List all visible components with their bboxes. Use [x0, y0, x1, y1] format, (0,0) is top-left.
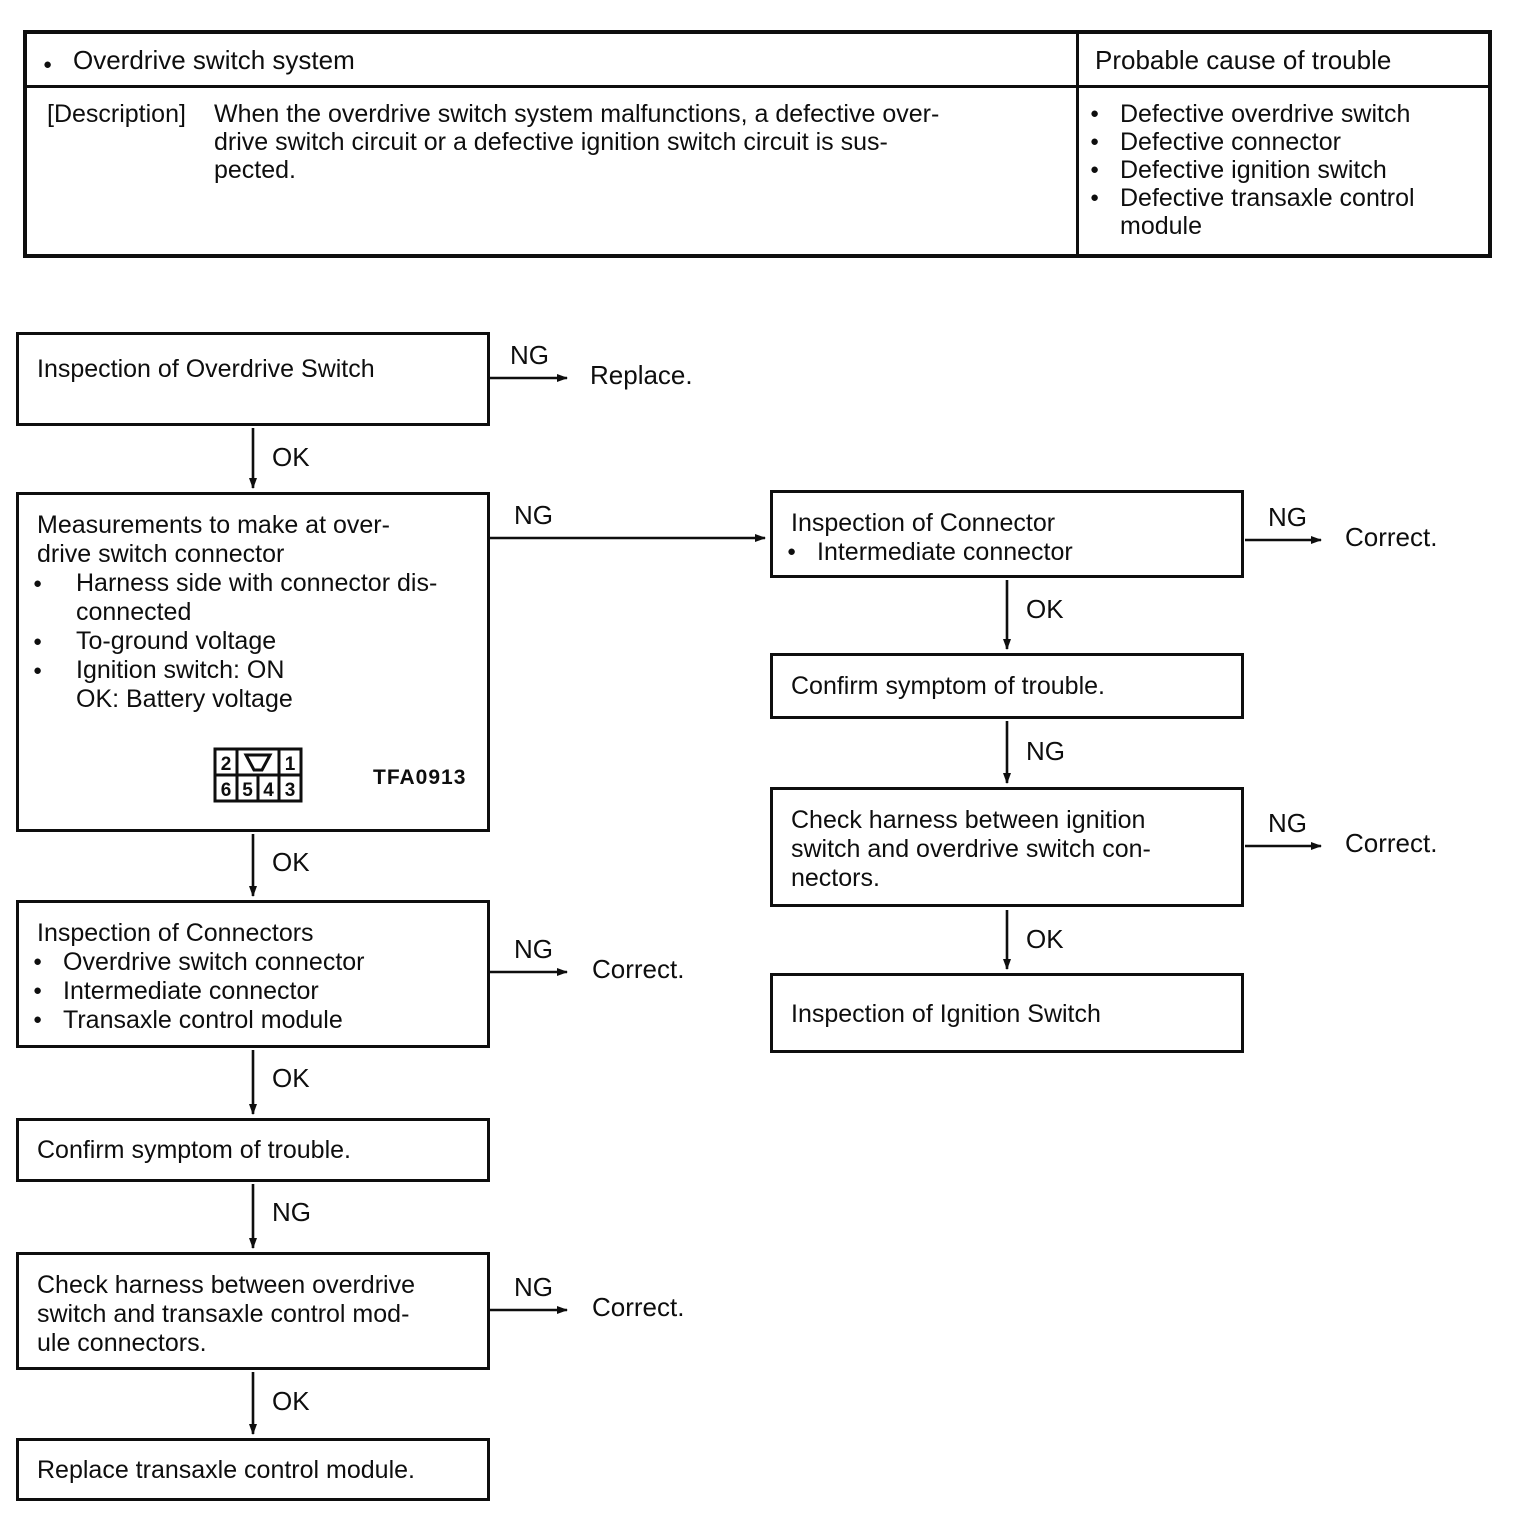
cause-text: Defective overdrive switch: [1120, 100, 1411, 128]
pin-number: 1: [285, 754, 296, 775]
bullet-item: ● To-ground voltage: [29, 627, 469, 656]
edge-label-ng: NG: [514, 1272, 553, 1302]
result-correct: Correct.: [1345, 522, 1438, 552]
cause-item: ● Defective transaxle control module: [1088, 184, 1484, 240]
step-confirm-symptom-left: Confirm symptom of trouble.: [16, 1118, 490, 1182]
bullet-item: ● Intermediate connector: [31, 977, 469, 1006]
edge-label-ng: NG: [1268, 502, 1307, 532]
step-inspect-overdrive-switch: Inspection of Overdrive Switch: [16, 332, 490, 426]
edge-label-ng: NG: [510, 340, 549, 370]
bullet-item: ● Harness side with connector dis- connec…: [29, 569, 469, 627]
bullet-item: ● Ignition switch: ON OK: Battery voltage: [29, 656, 469, 714]
cause-text: Defective transaxle control module: [1120, 184, 1415, 240]
pin-number: 4: [263, 780, 274, 801]
description-label: [Description]: [47, 100, 186, 128]
bullet-icon: ●: [1090, 189, 1100, 206]
bullet-icon: ●: [1090, 133, 1100, 150]
result-correct: Correct.: [1345, 828, 1438, 858]
edge-label-ok: OK: [1026, 594, 1064, 624]
bullet-icon: ●: [33, 1011, 43, 1028]
bullet-icon: ●: [787, 543, 797, 560]
bullet-icon: ●: [43, 56, 53, 73]
bullet-icon: ●: [33, 633, 43, 650]
bullet-text: Intermediate connector: [63, 977, 319, 1005]
result-correct: Correct.: [592, 954, 685, 984]
edge-label-ok: OK: [272, 1063, 310, 1093]
step-check-harness-left: Check harness between overdrive switch a…: [16, 1252, 490, 1370]
cause-item: ● Defective overdrive switch: [1088, 100, 1484, 128]
connector-pin-diagram: 2 1 6 5 4 3: [213, 747, 303, 803]
pin-number: 2: [221, 754, 232, 775]
bullet-item: ● Transaxle control module: [31, 1006, 469, 1035]
edge-label-ok: OK: [1026, 924, 1064, 954]
cause-list: ● Defective overdrive switch ● Defective c…: [1090, 100, 1484, 240]
bullet-text: Transaxle control module: [63, 1006, 343, 1034]
edge-label-ng: NG: [272, 1197, 311, 1227]
step-text: Check harness between overdrive switch a…: [37, 1271, 415, 1357]
pin-number: 6: [221, 780, 232, 801]
bullet-text: To-ground voltage: [76, 627, 277, 655]
probable-cause-header: Probable cause of trouble: [1095, 45, 1392, 75]
table-vertical-divider: [1076, 34, 1079, 254]
edge-label-ok: OK: [272, 1386, 310, 1416]
bullet-item: ● Intermediate connector: [785, 538, 1223, 567]
system-title: Overdrive switch system: [73, 45, 355, 75]
bullet-icon: ●: [1090, 105, 1100, 122]
step-text: Confirm symptom of trouble.: [37, 1136, 351, 1164]
system-header-cell: ● Overdrive switch system: [43, 45, 355, 76]
edge-label-ng: NG: [514, 500, 553, 530]
step-title: Measurements to make at over- drive swit…: [37, 511, 390, 568]
bullet-icon: ●: [1090, 161, 1100, 178]
edge-label-ng: NG: [1026, 736, 1065, 766]
pin-number: 3: [285, 780, 296, 801]
step-replace-tcm: Replace transaxle control module.: [16, 1438, 490, 1501]
step-text: Inspection of Overdrive Switch: [37, 355, 375, 383]
description-text: When the overdrive switch system malfunc…: [214, 100, 940, 184]
bullet-item: ● Overdrive switch connector: [31, 948, 469, 977]
step-inspect-connector-right: Inspection of Connector ● Intermediate co…: [770, 490, 1244, 578]
table-header-divider-right: [1079, 85, 1488, 88]
step-check-harness-right: Check harness between ignition switch an…: [770, 787, 1244, 907]
step-text: Replace transaxle control module.: [37, 1456, 415, 1484]
step-confirm-symptom-right: Confirm symptom of trouble.: [770, 653, 1244, 719]
connector-key-notch-icon: [243, 753, 273, 772]
step-text: Confirm symptom of trouble.: [791, 672, 1105, 700]
step-title: Inspection of Connector: [791, 509, 1056, 537]
bullet-icon: ●: [33, 953, 43, 970]
cause-text: Defective connector: [1120, 128, 1341, 156]
summary-table: ● Overdrive switch system Probable cause…: [23, 30, 1492, 258]
edge-label-ok: OK: [272, 442, 310, 472]
bullet-icon: ●: [33, 982, 43, 999]
step-inspect-connectors: Inspection of Connectors ● Overdrive swit…: [16, 900, 490, 1048]
bullet-text: Ignition switch: ON OK: Battery voltage: [76, 656, 293, 713]
table-header-divider-left: [27, 85, 1076, 88]
bullet-text: Intermediate connector: [817, 538, 1073, 566]
cause-text: Defective ignition switch: [1120, 156, 1387, 184]
cause-item: ● Defective ignition switch: [1088, 156, 1484, 184]
step-inspect-ignition-switch: Inspection of Ignition Switch: [770, 973, 1244, 1053]
bullet-text: Overdrive switch connector: [63, 948, 365, 976]
description-row: [Description] When the overdrive switch …: [47, 100, 1057, 184]
result-correct: Correct.: [592, 1292, 685, 1322]
edge-label-ng: NG: [514, 934, 553, 964]
bullet-icon: ●: [33, 662, 43, 679]
edge-label-ok: OK: [272, 847, 310, 877]
result-replace: Replace.: [590, 360, 693, 390]
step-measurements-overdrive-connector: Measurements to make at over- drive swit…: [16, 492, 490, 832]
step-text: Inspection of Ignition Switch: [791, 1000, 1101, 1028]
bullet-icon: ●: [33, 575, 43, 592]
step-title: Inspection of Connectors: [37, 919, 314, 947]
cause-item: ● Defective connector: [1088, 128, 1484, 156]
bullet-text: Harness side with connector dis- connect…: [76, 569, 438, 626]
figure-code: TFA0913: [373, 766, 467, 789]
pin-number: 5: [242, 780, 253, 801]
step-text: Check harness between ignition switch an…: [791, 806, 1151, 892]
edge-label-ng: NG: [1268, 808, 1307, 838]
